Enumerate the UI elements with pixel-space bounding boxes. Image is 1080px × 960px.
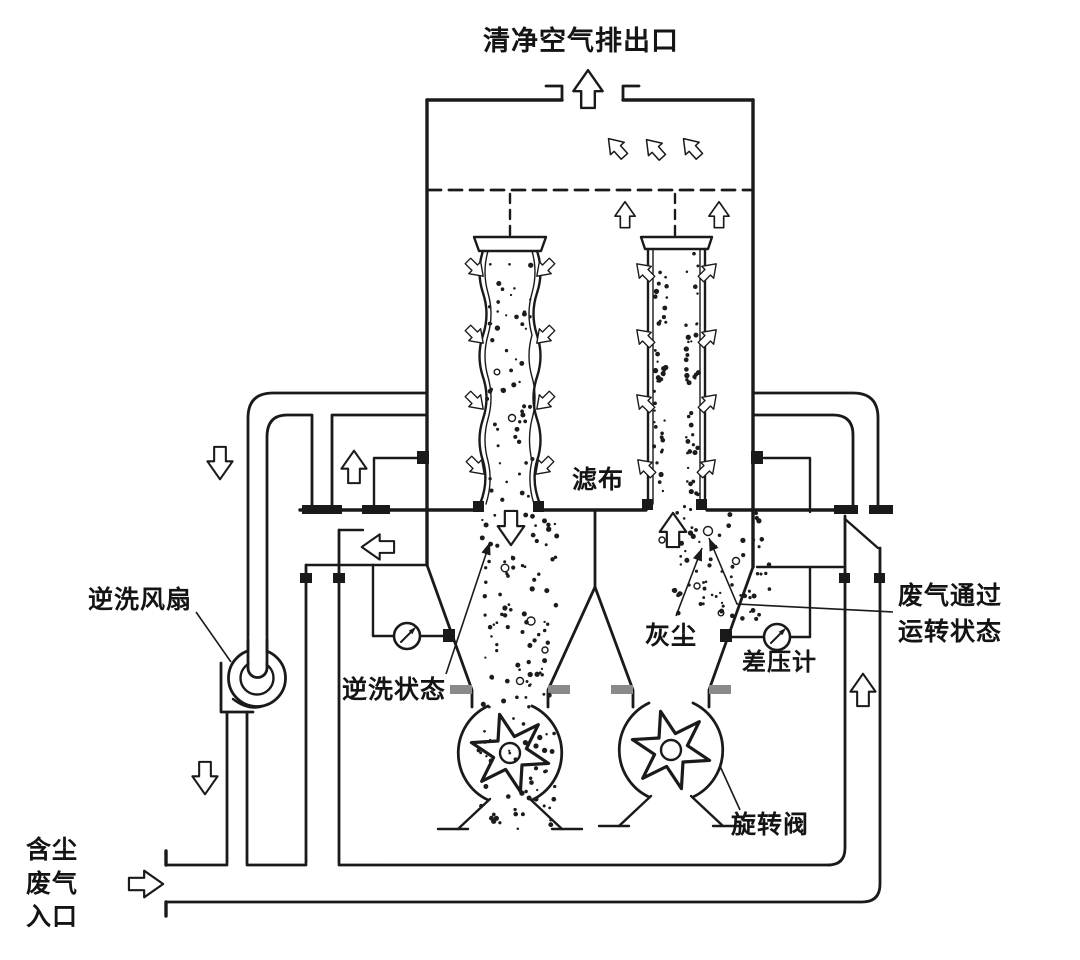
- plenum-arrow-icon: [675, 131, 708, 164]
- inlet-right-arrow-icon: [127, 869, 165, 899]
- backwash-left-arrow-icon: [360, 533, 396, 561]
- dust-rings: [493, 368, 741, 686]
- rotary-valve-right: [597, 701, 745, 828]
- exhaust-riser-right: [720, 391, 885, 867]
- cell-plate: [298, 499, 893, 514]
- clean-air-outlet-label: 清净空气排出口: [483, 25, 679, 56]
- compartment-up-arrow-icon: [340, 449, 368, 485]
- plenum-arrow-icon: [600, 131, 633, 164]
- backwash-state-label: 逆洗状态: [342, 675, 446, 704]
- riser-up-arrow-icon: [849, 672, 877, 708]
- diff-pressure-gauge-label: 差压计: [742, 648, 817, 676]
- labels: 清净空气排出口 滤布 灰尘 差压计 废气通过 运转状态 逆洗风扇 逆洗状态 旋转…: [26, 25, 1002, 931]
- filter-cloth-label: 滤布: [572, 465, 624, 494]
- differential-pressure-gauge: [762, 622, 792, 652]
- exhaust-passing-label-line2: 运转状态: [898, 617, 1002, 646]
- plenum-arrow-icon: [638, 132, 671, 165]
- fan-discharge-down-arrow-icon: [191, 760, 219, 796]
- rotary-valve-left: [436, 704, 584, 831]
- clean-air-up-arrow-icon: [708, 200, 730, 229]
- inlet-label-line2: 废气: [26, 869, 78, 898]
- backwash-down-arrow-icon: [206, 445, 234, 481]
- dust-particles: [476, 251, 772, 831]
- clean-air-up-arrow-icon: [614, 200, 636, 229]
- leader-lines: [445, 537, 894, 811]
- upper-casing: [425, 84, 755, 569]
- backwash-pressure-gauge: [392, 621, 422, 651]
- backwash-fan-label: 逆洗风扇: [88, 585, 192, 614]
- flow-arrows: [127, 68, 877, 899]
- backwash-fan: [195, 611, 287, 865]
- inlet-label-line3: 入口: [26, 903, 78, 931]
- hoppers: [425, 510, 755, 709]
- backwash-duct-left: [246, 391, 455, 865]
- exhaust-passing-label-line1: 废气通过: [898, 581, 1002, 610]
- inlet-duct: [164, 546, 882, 918]
- bag-purge-down-arrow-icon: [496, 509, 526, 547]
- dust-label: 灰尘: [645, 622, 697, 650]
- rotary-valve-label: 旋转阀: [731, 810, 809, 839]
- outlet-up-arrow-icon: [572, 68, 604, 110]
- inlet-label-line1: 含尘: [26, 835, 78, 864]
